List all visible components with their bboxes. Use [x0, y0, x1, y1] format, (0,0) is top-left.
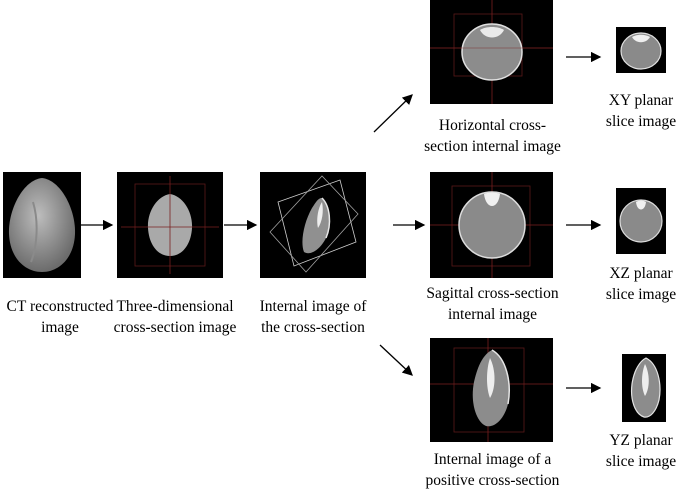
caption-line: Horizontal cross-: [438, 117, 547, 134]
caption-line: CT reconstructed: [6, 298, 114, 315]
positive-cross-section-caption: Internal image of a positive cross-secti…: [420, 449, 565, 491]
three-d-cross-section-caption: Three-dimensional cross-section image: [110, 296, 240, 338]
caption-line: internal image: [447, 306, 538, 323]
caption-line: cross-section image: [113, 319, 237, 336]
caption-line: YZ planar: [609, 432, 673, 449]
caption-line: image: [41, 319, 79, 336]
caption-line: Sagittal cross-section: [426, 285, 559, 302]
horizontal-cross-section-caption: Horizontal cross- section internal image: [420, 115, 565, 157]
caption-line: the cross-section: [261, 319, 365, 336]
caption-line: section internal image: [424, 138, 561, 155]
ct-reconstructed-caption: CT reconstructed image: [0, 296, 120, 338]
caption-line: positive cross-section: [425, 472, 560, 489]
arrow-internal-to-positive: [379, 344, 413, 376]
caption-line: XY planar: [608, 92, 674, 109]
caption-line: slice image: [605, 453, 677, 470]
xz-slice-caption: XZ planar slice image: [597, 263, 685, 305]
caption-line: slice image: [605, 113, 677, 130]
internal-cross-section-caption: Internal image of the cross-section: [258, 296, 368, 338]
yz-slice-caption: YZ planar slice image: [597, 430, 685, 472]
arrow-internal-to-horizontal: [373, 94, 413, 133]
xy-slice-panel: [616, 27, 666, 73]
caption-line: Internal image of a: [433, 451, 552, 468]
three-d-cross-section-panel: [117, 172, 223, 278]
caption-line: Three-dimensional: [116, 298, 234, 315]
ct-reconstructed-panel: [3, 172, 81, 278]
caption-line: XZ planar: [609, 265, 673, 282]
horizontal-cross-section-panel: [430, 0, 553, 104]
caption-line: slice image: [605, 286, 677, 303]
xy-slice-caption: XY planar slice image: [597, 90, 685, 132]
positive-cross-section-panel: [430, 338, 553, 442]
internal-cross-section-panel: [260, 172, 366, 278]
xz-slice-panel: [616, 188, 666, 254]
yz-slice-panel: [622, 354, 666, 422]
sagittal-cross-section-panel: [430, 172, 553, 278]
caption-line: Internal image of: [259, 298, 367, 315]
sagittal-cross-section-caption: Sagittal cross-section internal image: [420, 283, 565, 325]
